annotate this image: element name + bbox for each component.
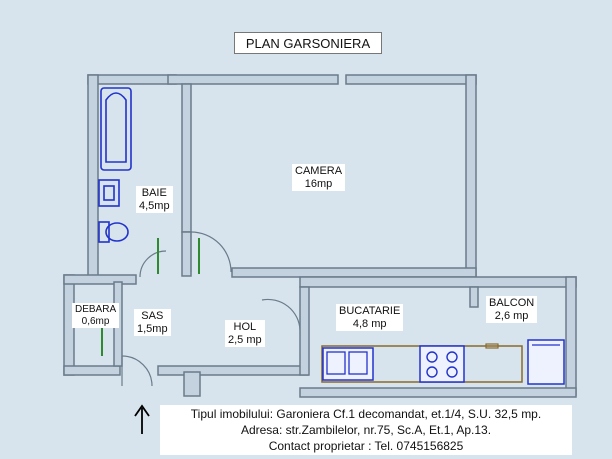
room-label-bucatarie: BUCATARIE 4,8 mp <box>336 304 404 332</box>
room-area: 4,8 mp <box>352 317 387 330</box>
stove-icon <box>419 345 465 383</box>
room-name: CAMERA <box>295 165 343 177</box>
toilet-icon <box>98 221 110 243</box>
room-label-debara: DEBARA 0,6mp <box>72 303 120 328</box>
sink-unit-icon <box>322 347 374 381</box>
bathroom-fixtures <box>98 87 132 243</box>
walls <box>63 74 577 398</box>
room-name: BUCATARIE <box>339 305 401 317</box>
room-label-baie: BAIE 4,5mp <box>136 186 173 214</box>
room-area: 16mp <box>304 177 333 190</box>
room-label-sas: SAS 1,5mp <box>134 309 171 337</box>
room-label-balcon: BALCON 2,6 mp <box>486 296 538 324</box>
entrance-marker <box>134 404 150 434</box>
fridge-icon <box>527 339 565 385</box>
info-address-line: Adresa: str.Zambilelor, nr.75, Sc.A, Et.… <box>240 423 492 437</box>
room-name: HOL <box>233 321 257 333</box>
room-name: DEBARA <box>75 304 117 315</box>
bathtub-icon <box>100 87 132 171</box>
property-info-box: Tipul imobilului: Garoniera Cf.1 decoman… <box>160 405 572 455</box>
info-contact-line: Contact proprietar : Tel. 0745156825 <box>268 439 464 453</box>
room-area: 2,6 mp <box>494 309 529 322</box>
room-name: SAS <box>141 310 164 322</box>
room-area: 0,6mp <box>81 315 110 327</box>
room-name: BAIE <box>141 187 167 199</box>
door-swings <box>121 231 301 387</box>
room-area: 4,5mp <box>139 199 170 212</box>
room-label-camera: CAMERA 16mp <box>292 164 346 192</box>
room-area: 1,5mp <box>137 322 168 335</box>
room-label-hol: HOL 2,5 mp <box>225 320 265 348</box>
room-area: 2,5 mp <box>228 333 262 346</box>
plan-title: PLAN GARSONIERA <box>234 32 382 54</box>
info-type-line: Tipul imobilului: Garoniera Cf.1 decoman… <box>190 407 542 421</box>
sink-icon <box>98 179 120 207</box>
room-name: BALCON <box>489 297 535 309</box>
kitchen-fixtures <box>321 339 565 385</box>
door-jambs <box>101 238 200 356</box>
